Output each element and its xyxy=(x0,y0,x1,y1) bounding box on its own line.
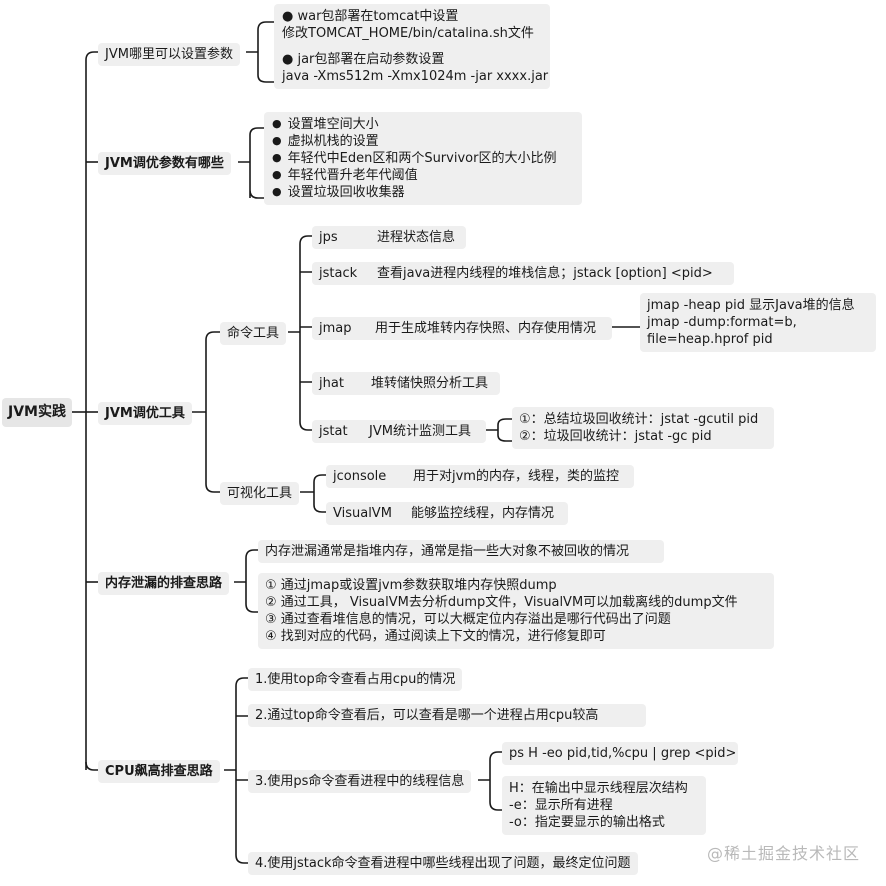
cpu-step-3[interactable]: 3.使用ps命令查看进程中的线程信息 xyxy=(248,770,472,793)
tune-item: 设置垃圾回收收集器 xyxy=(272,184,574,201)
node-visual-tools[interactable]: 可视化工具 xyxy=(220,482,300,505)
tune-item: 年轻代晋升老年代阈值 xyxy=(272,167,574,184)
node-tools[interactable]: JVM调优工具 xyxy=(98,402,192,425)
tune-item: 设置堆空间大小 xyxy=(272,116,574,133)
tool-jhat[interactable]: jhat 堆转储快照分析工具 xyxy=(312,372,500,395)
cpu-step-1[interactable]: 1.使用top命令查看占用cpu的情况 xyxy=(248,668,463,691)
tool-jmap[interactable]: jmap 用于生成堆转内存快照、内存使用情况 xyxy=(312,317,612,340)
node-tune[interactable]: JVM调优参数有哪些 xyxy=(98,152,231,175)
jstat-detail: ①：总结垃圾回收统计：jstat -gcutil pid ②：垃圾回收统计：js… xyxy=(512,407,774,449)
leak-steps: ① 通过jmap或设置jvm参数获取堆内存快照dump ② 通过工具， Visu… xyxy=(258,573,774,649)
tool-name: jmap xyxy=(319,321,352,336)
tool-jstack[interactable]: jstack 查看java进程内线程的堆栈信息；jstack [option] <… xyxy=(312,262,734,285)
tool-name: jconsole xyxy=(333,469,387,484)
jmap-line: jmap -heap pid 显示Java堆的信息 xyxy=(647,298,855,313)
params-line-5: java -Xms512m -Xmx1024m -jar xxxx.jar xyxy=(282,69,549,84)
watermark: @稀土掘金技术社区 xyxy=(706,844,860,863)
ps-options: H：在输出中显示线程层次结构 -e：显示所有进程 -o：指定要显示的输出格式 xyxy=(502,776,706,835)
jmap-line: file=heap.hprof pid xyxy=(647,332,773,347)
leak-step: ④ 找到对应的代码，通过阅读上下文的情况，进行修复即可 xyxy=(265,629,606,644)
node-params[interactable]: JVM哪里可以设置参数 xyxy=(98,43,240,66)
tool-jps[interactable]: jps 进程状态信息 xyxy=(312,226,466,249)
ps-command: ps H -eo pid,tid,%cpu | grep <pid> xyxy=(502,742,738,765)
node-leak[interactable]: 内存泄漏的排查思路 xyxy=(98,572,230,595)
tool-desc: 用于生成堆转内存快照、内存使用情况 xyxy=(375,321,597,336)
tool-visualvm[interactable]: VisualVM 能够监控线程，内存情况 xyxy=(326,502,568,525)
tool-jconsole[interactable]: jconsole 用于对jvm的内存，线程，类的监控 xyxy=(326,465,634,488)
tool-desc: 堆转储快照分析工具 xyxy=(371,376,489,391)
tool-jstat[interactable]: jstat JVM统计监测工具 xyxy=(312,420,486,443)
node-cmd-tools[interactable]: 命令工具 xyxy=(220,322,287,345)
tool-name: VisualVM xyxy=(333,506,392,521)
tune-item: 年轻代中Eden区和两个Survivor区的大小比例 xyxy=(272,150,574,167)
jmap-detail: jmap -heap pid 显示Java堆的信息 jmap -dump:for… xyxy=(640,293,876,352)
ps-option: -e：显示所有进程 xyxy=(509,798,613,813)
leak-step: ③ 通过查看堆信息的情况，可以大概定位内存溢出是哪行代码出了问题 xyxy=(265,612,671,627)
tune-detail: 设置堆空间大小 虚拟机栈的设置 年轻代中Eden区和两个Survivor区的大小… xyxy=(264,112,582,205)
params-line-2: 修改TOMCAT_HOME/bin/catalina.sh文件 xyxy=(282,26,534,41)
cpu-step-4[interactable]: 4.使用jstack命令查看进程中哪些线程出现了问题，最终定位问题 xyxy=(248,852,638,875)
tool-desc: 能够监控线程，内存情况 xyxy=(411,506,555,521)
tool-desc: 用于对jvm的内存，线程，类的监控 xyxy=(413,469,619,484)
root-node[interactable]: JVM实践 xyxy=(2,398,72,427)
tool-name: jps xyxy=(319,230,338,245)
ps-option: -o：指定要显示的输出格式 xyxy=(509,815,665,830)
tool-desc: 进程状态信息 xyxy=(377,230,456,245)
leak-step: ① 通过jmap或设置jvm参数获取堆内存快照dump xyxy=(265,578,557,593)
ps-option: H：在输出中显示线程层次结构 xyxy=(509,781,688,796)
cpu-step-2[interactable]: 2.通过top命令查看后，可以查看是哪一个进程占用cpu较高 xyxy=(248,704,646,727)
params-detail: ● war包部署在tomcat中设置 修改TOMCAT_HOME/bin/cat… xyxy=(274,4,550,89)
jstat-line: ①：总结垃圾回收统计：jstat -gcutil pid xyxy=(519,412,759,427)
tool-name: jhat xyxy=(319,376,344,391)
params-line-1: ● war包部署在tomcat中设置 xyxy=(282,9,459,24)
tune-item: 虚拟机栈的设置 xyxy=(272,133,574,150)
tool-desc: JVM统计监测工具 xyxy=(369,424,471,439)
params-line-4: ● jar包部署在启动参数设置 xyxy=(282,52,445,67)
tool-name: jstack xyxy=(319,266,358,281)
leak-note: 内存泄漏通常是指堆内存，通常是指一些大对象不被回收的情况 xyxy=(258,540,664,563)
node-cpu[interactable]: CPU飙高排查思路 xyxy=(98,760,220,783)
jmap-line: jmap -dump:format=b, xyxy=(647,315,797,330)
tool-name: jstat xyxy=(319,424,348,439)
leak-step: ② 通过工具， VisualVM去分析dump文件，VisualVM可以加载离线… xyxy=(265,595,738,610)
params-line-3 xyxy=(282,42,542,51)
jstat-line: ②：垃圾回收统计：jstat -gc pid xyxy=(519,429,712,444)
tool-desc: 查看java进程内线程的堆栈信息；jstack [option] <pid> xyxy=(377,266,713,281)
